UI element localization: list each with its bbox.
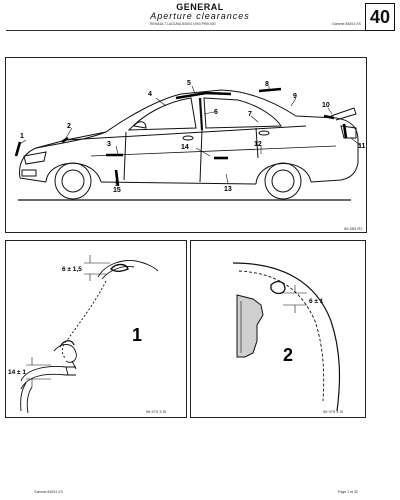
callout-11: 11	[358, 143, 366, 150]
callout-14: 14	[181, 144, 189, 151]
footer-left-reference: Gamme 84004 XS	[34, 490, 63, 494]
footer-page-reference: Page 1 et 32	[338, 490, 358, 494]
callout-7: 7	[248, 111, 252, 118]
callout-8: 8	[265, 81, 269, 88]
callout-12: 12	[254, 141, 262, 148]
callout-10: 10	[322, 102, 330, 109]
detail-number-1: 1	[132, 325, 142, 345]
dimension-label: 6 ± 1	[309, 298, 324, 305]
section-number-box: 40	[365, 3, 395, 31]
car-side-view-drawing: 1 2 3 4 5 6 7 8 9 10 11 12 13 14 15 96 5…	[14, 80, 366, 231]
detail-number-2: 2	[283, 345, 293, 365]
figure-reference-top: 96 583 R2	[344, 226, 363, 231]
header-reference-right: Gamme 84004 XS	[332, 22, 361, 26]
detail-panel-1: 6 ± 1,5 14 ± 1 1 96 979 3 Sl	[5, 240, 187, 418]
callout-2: 2	[67, 123, 71, 130]
callout-9: 9	[293, 93, 297, 100]
figure-reference-left: 96 979 3 Sl	[146, 409, 166, 414]
callout-15: 15	[113, 187, 121, 194]
page-subtitle: Aperture clearances	[150, 11, 250, 21]
callout-6: 6	[214, 109, 218, 116]
callout-3: 3	[107, 141, 111, 148]
callout-4: 4	[148, 91, 152, 98]
page-title: GENERAL	[176, 2, 224, 12]
detail-2-drawing: 6 ± 1 2 96 979 4 Sl	[232, 262, 343, 414]
callout-1: 1	[20, 133, 24, 140]
header-rule	[6, 30, 366, 31]
callout-13: 13	[224, 186, 232, 193]
dimension-bottom-label: 14 ± 1	[8, 369, 26, 376]
detail-1-drawing: 6 ± 1,5 14 ± 1 1 96 979 3 Sl	[8, 255, 166, 414]
dimension-top-label: 6 ± 1,5	[62, 266, 82, 273]
figure-reference-right: 96 979 4 Sl	[323, 409, 343, 414]
header-reference-left: RENAULT LAGUNA 84004 1993 PRB 400	[150, 22, 216, 26]
callout-5: 5	[187, 80, 191, 87]
car-side-view-panel: 1 2 3 4 5 6 7 8 9 10 11 12 13 14 15 96 5…	[5, 57, 367, 233]
detail-panel-2: 6 ± 1 2 96 979 4 Sl	[190, 240, 366, 418]
